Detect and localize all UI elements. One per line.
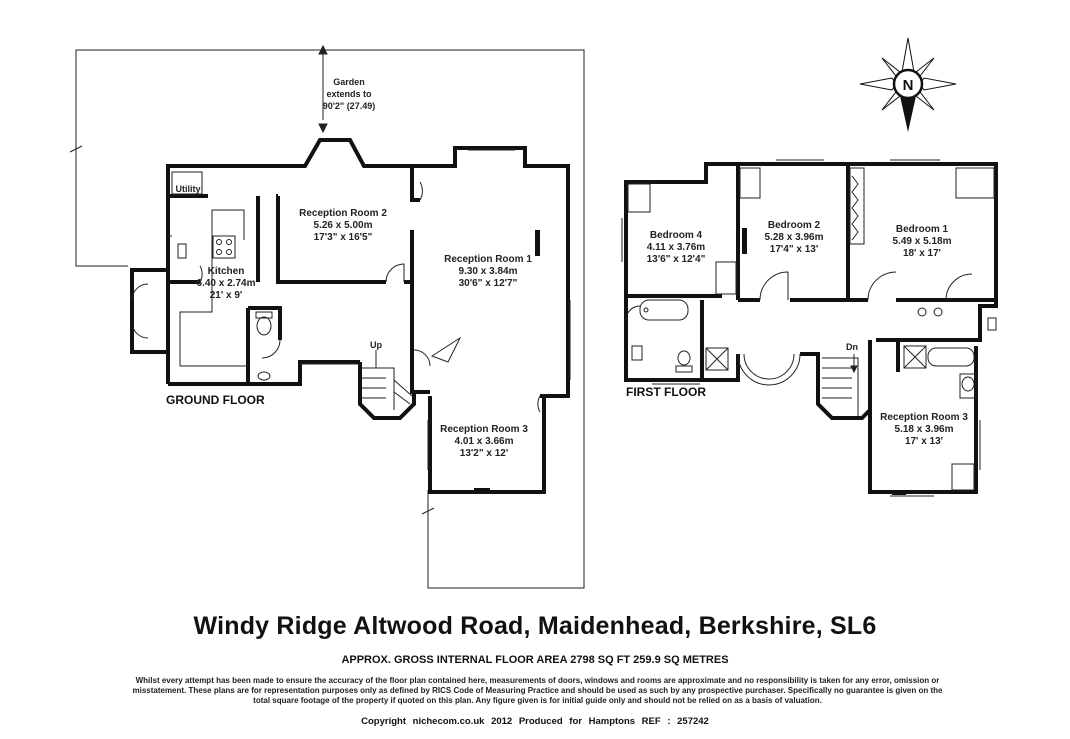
ground-reception3-name: Reception Room 3 xyxy=(440,424,528,435)
garden-label-1: Garden xyxy=(333,77,365,87)
garden-label-2: extends to xyxy=(326,89,372,99)
ground-reception3-metric: 4.01 x 3.66m xyxy=(455,436,514,447)
compass-letter: N xyxy=(903,77,914,94)
garden-label-3: 90'2" (27.49) xyxy=(323,101,375,111)
ground-reception3-imperial: 13'2" x 12' xyxy=(460,448,508,459)
ground-floor-label: GROUND FLOOR xyxy=(166,393,265,407)
bedroom1-name: Bedroom 1 xyxy=(896,224,949,235)
reception2-name: Reception Room 2 xyxy=(299,208,387,219)
utility-label: Utility xyxy=(175,184,200,194)
first-fireplace xyxy=(742,228,747,254)
first-reception3-metric: 5.18 x 3.96m xyxy=(895,424,954,435)
kitchen-name: Kitchen xyxy=(208,266,245,277)
reception1-name: Reception Room 1 xyxy=(444,254,532,265)
kitchen-imperial: 21' x 9' xyxy=(210,290,243,301)
garden-boundary xyxy=(69,49,585,589)
ground-floor-fixtures xyxy=(131,149,571,470)
first-floor-label: FIRST FLOOR xyxy=(626,385,706,399)
kitchen-metric: 6.40 x 2.74m xyxy=(197,278,256,289)
stairs-down-label: Dn xyxy=(846,342,858,352)
reception2-imperial: 17'3" x 16'5" xyxy=(314,232,373,243)
bedroom2-metric: 5.28 x 3.96m xyxy=(765,232,824,243)
reception1-imperial: 30'6" x 12'7" xyxy=(459,278,518,289)
reception1-metric: 9.30 x 3.84m xyxy=(459,266,518,277)
bedroom4-name: Bedroom 4 xyxy=(650,230,703,241)
first-floor-fixtures xyxy=(621,159,997,497)
garden-arrow xyxy=(318,44,328,134)
bedroom1-metric: 5.49 x 5.18m xyxy=(893,236,952,247)
vent xyxy=(474,488,490,493)
stairs-up-label: Up xyxy=(370,340,382,350)
floor-area-text: APPROX. GROSS INTERNAL FLOOR AREA 2798 S… xyxy=(341,654,729,666)
property-title: Windy Ridge Altwood Road, Maidenhead, Be… xyxy=(193,612,877,640)
first-vent xyxy=(892,490,906,495)
bedroom1-imperial: 18' x 17' xyxy=(903,248,941,259)
bedroom2-imperial: 17'4" x 13' xyxy=(770,244,818,255)
fireplace xyxy=(535,230,540,256)
bedroom4-metric: 4.11 x 3.76m xyxy=(647,242,705,253)
disclaimer-text: Whilst every attempt has been made to en… xyxy=(132,676,943,705)
copyright-text: Copyright nichecom.co.uk 2012 Produced f… xyxy=(361,716,709,727)
bedroom4-imperial: 13'6" x 12'4" xyxy=(647,254,706,265)
reception2-metric: 5.26 x 5.00m xyxy=(314,220,373,231)
first-reception3-imperial: 17' x 13' xyxy=(905,436,943,447)
first-floor-walls xyxy=(624,162,998,494)
first-reception3-name: Reception Room 3 xyxy=(880,412,968,423)
bedroom2-name: Bedroom 2 xyxy=(768,220,821,231)
floor-plan-drawing: Garden extends to 90'2" (27.49) xyxy=(69,37,998,589)
compass-rose-icon xyxy=(859,37,957,132)
